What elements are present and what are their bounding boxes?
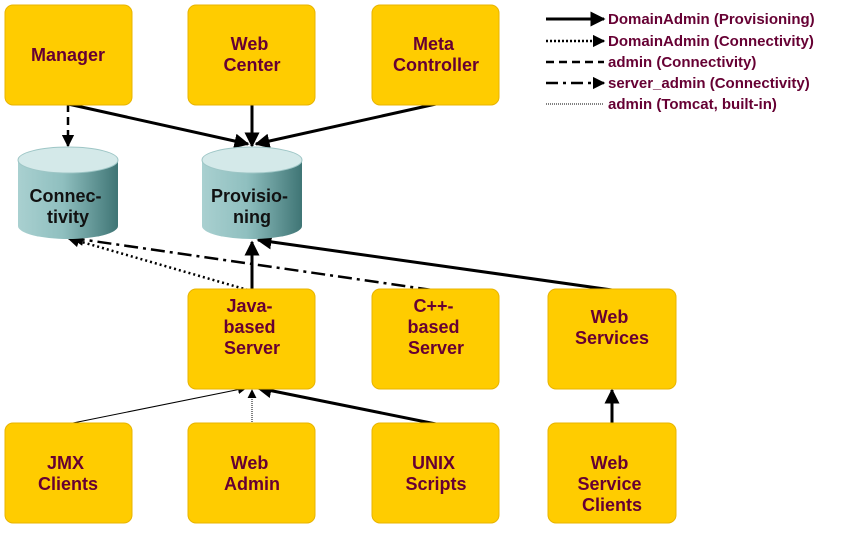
legend-label-admin-connectivity: admin (Connectivity)	[608, 54, 756, 71]
node-jmx-clients-label: JMX Clients	[38, 453, 98, 494]
db-connectivity: Connec- tivity	[17, 146, 119, 239]
node-unix-scripts: UNIX Scripts	[371, 422, 500, 524]
db-connectivity-label: Connec- tivity	[29, 186, 106, 227]
node-web-center: Web Center	[187, 4, 316, 106]
legend-label-domainadmin-provisioning: DomainAdmin (Provisioning)	[608, 11, 815, 28]
connector-metacontroller-to-provisioning	[254, 102, 437, 149]
node-web-center-label: Web Center	[223, 34, 280, 75]
node-web-admin: Web Admin	[187, 422, 316, 524]
node-web-services: Web Services	[547, 288, 677, 390]
node-manager: Manager	[4, 4, 133, 106]
db-provisioning-label: Provisio- ning	[211, 186, 293, 227]
connector-manager-to-provisioning	[67, 102, 250, 149]
node-web-service-clients-label: Web Service Clients	[577, 453, 646, 515]
legend-label-domainadmin-connectivity: DomainAdmin (Connectivity)	[608, 33, 814, 50]
node-meta-controller-label: Meta Controller	[393, 34, 479, 75]
node-manager-label: Manager	[31, 45, 105, 65]
node-cpp-server: C++- based Server	[371, 288, 500, 390]
connector-jmx-to-java	[67, 385, 247, 425]
node-meta-controller: Meta Controller	[371, 4, 500, 106]
connector-java-to-connectivity-dotted	[66, 235, 249, 292]
node-java-server-label: Java- based Server	[223, 296, 280, 358]
node-web-services-label: Web Services	[575, 307, 649, 348]
node-java-server: Java- based Server	[187, 288, 316, 390]
node-jmx-clients: JMX Clients	[4, 422, 133, 524]
connector-unix-to-java	[256, 383, 437, 426]
legend-label-admin-tomcat: admin (Tomcat, built-in)	[608, 96, 777, 113]
connectors	[61, 102, 620, 426]
node-web-service-clients: Web Service Clients	[547, 422, 677, 524]
legend: DomainAdmin (Provisioning) DomainAdmin (…	[546, 11, 815, 113]
db-provisioning: Provisio- ning	[201, 146, 303, 239]
legend-label-server-admin-connectivity: server_admin (Connectivity)	[608, 75, 810, 92]
connector-webservices-to-provisioning	[256, 234, 613, 292]
node-cpp-server-label: C++- based Server	[407, 296, 464, 358]
node-web-admin-label: Web Admin	[224, 453, 280, 494]
node-unix-scripts-label: UNIX Scripts	[405, 453, 466, 494]
